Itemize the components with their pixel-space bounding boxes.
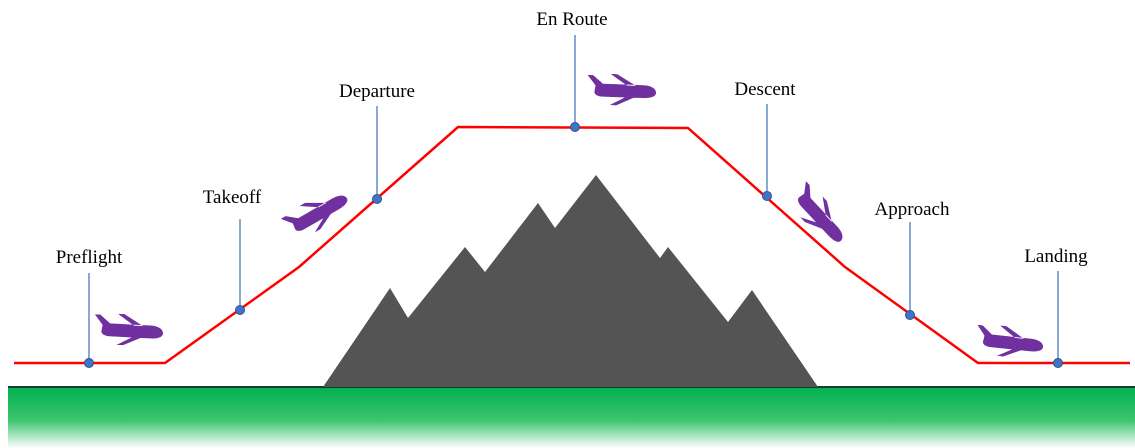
marker-descent xyxy=(762,191,772,201)
label-landing: Landing xyxy=(1024,246,1088,267)
marker-landing xyxy=(1053,358,1063,368)
ground xyxy=(8,386,1135,448)
label-preflight: Preflight xyxy=(56,247,123,268)
airplane-icon-descent xyxy=(784,179,854,251)
leader-lines xyxy=(88,35,1059,363)
mountain-shape xyxy=(323,175,818,387)
label-departure: Departure xyxy=(339,81,415,102)
label-approach: Approach xyxy=(875,199,950,220)
label-takeoff: Takeoff xyxy=(203,187,262,208)
airplane-icon-preflight xyxy=(93,312,164,348)
airplane-icon-takeoff xyxy=(279,183,354,244)
marker-takeoff xyxy=(235,305,245,315)
label-descent: Descent xyxy=(734,79,796,100)
airplane-icon-landing xyxy=(974,323,1045,361)
marker-approach xyxy=(905,310,915,320)
marker-en-route xyxy=(570,122,580,132)
airplane-icon-en-route xyxy=(586,73,657,107)
phase-labels: Preflight Takeoff Departure En Route Des… xyxy=(56,9,1088,268)
marker-departure xyxy=(372,194,382,204)
label-en-route: En Route xyxy=(536,9,607,30)
marker-preflight xyxy=(84,358,94,368)
phase-markers xyxy=(84,122,1063,368)
